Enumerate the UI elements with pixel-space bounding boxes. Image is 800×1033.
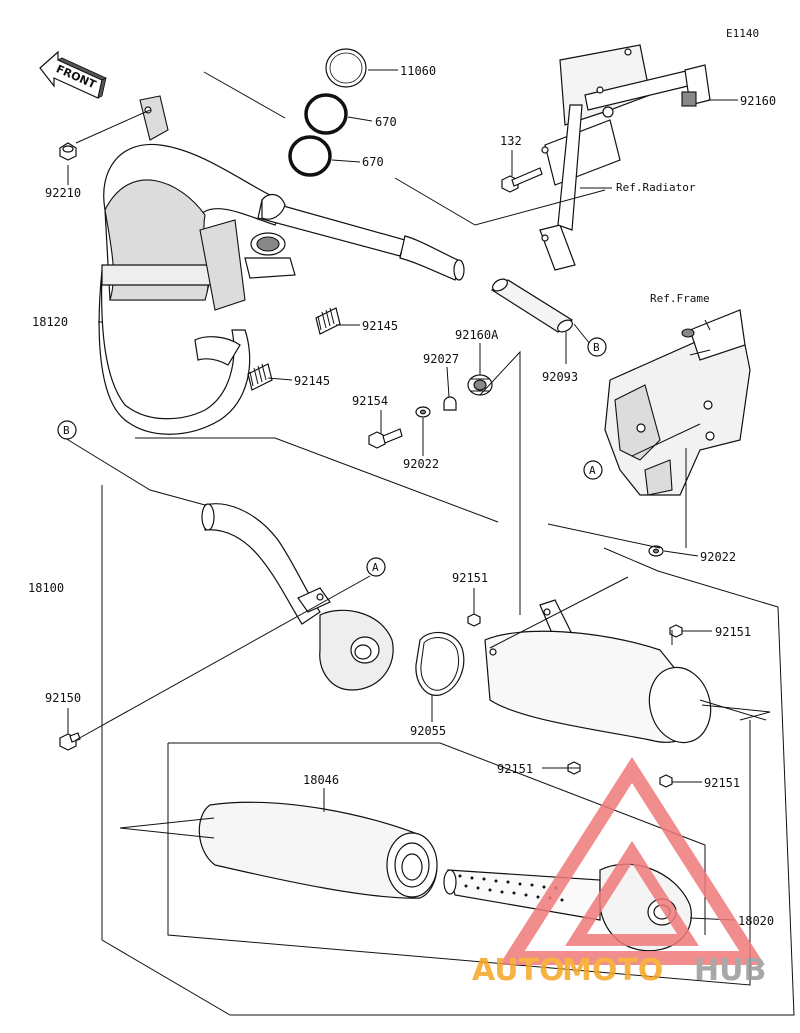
part-label-92150: 92150 <box>45 691 81 705</box>
part-label-92210: 92210 <box>45 186 81 200</box>
automotohub-watermark-logo: AUTO MOTO HUB <box>472 756 766 988</box>
o-ring-670-lower <box>288 135 332 177</box>
washer-92022-lower <box>648 545 664 557</box>
gasket-11060 <box>325 48 367 88</box>
callout-b-left: B <box>57 420 77 440</box>
bolt-92150 <box>59 732 81 751</box>
part-label-92027: 92027 <box>423 352 459 366</box>
part-label-92160: 92160 <box>740 94 776 108</box>
ref-frame-label: Ref.Frame <box>650 292 710 305</box>
watermark-text-moto: MOTO <box>562 953 663 988</box>
bolt-92151-a <box>467 613 481 627</box>
pipe-18100 <box>201 503 394 691</box>
callout-b-top: B <box>587 337 607 357</box>
ref-radiator-label: Ref.Radiator <box>616 181 696 194</box>
part-label-92022-upper: 92022 <box>403 457 439 471</box>
svg-text:A: A <box>589 464 596 477</box>
svg-text:B: B <box>593 341 600 354</box>
part-label-11060: 11060 <box>400 64 436 78</box>
part-label-132: 132 <box>500 134 522 148</box>
bolt-92154 <box>368 428 403 449</box>
washer-92022-upper <box>415 406 431 418</box>
part-label-92055: 92055 <box>410 724 446 738</box>
radiator-bracket <box>539 44 711 271</box>
bolt-132 <box>501 167 543 193</box>
svg-text:A: A <box>372 561 379 574</box>
part-label-18120: 18120 <box>32 315 68 329</box>
callout-a-frame: A <box>583 460 603 480</box>
collar-92027 <box>443 396 457 411</box>
part-label-92145-lower: 92145 <box>294 374 330 388</box>
svg-text:B: B <box>63 424 70 437</box>
tube-92093 <box>490 278 574 333</box>
leader-lines <box>64 69 795 1016</box>
gasket-92055 <box>415 631 465 696</box>
spring-92145-upper <box>315 307 341 335</box>
bolt-92151-d <box>659 774 673 788</box>
o-ring-670-upper <box>304 93 348 135</box>
part-label-670-upper: 670 <box>375 115 397 129</box>
spring-92145-lower <box>247 363 273 391</box>
silencer-body <box>484 599 712 744</box>
front-arrow-icon: FRONT <box>39 50 107 99</box>
part-label-92151-d: 92151 <box>704 776 740 790</box>
part-label-92151-a: 92151 <box>452 571 488 585</box>
grommet-92160a <box>467 374 493 396</box>
part-label-18100: 18100 <box>28 581 64 595</box>
part-label-670-lower: 670 <box>362 155 384 169</box>
nut-92210 <box>59 142 77 161</box>
part-label-92151-c: 92151 <box>497 762 533 776</box>
frame-section <box>604 309 751 496</box>
callout-a-pipe: A <box>366 557 386 577</box>
part-label-92154: 92154 <box>352 394 388 408</box>
exhaust-pipe-18120 <box>98 95 465 435</box>
part-label-18020: 18020 <box>738 914 774 928</box>
silencer-cover-18046 <box>198 801 438 899</box>
watermark-text-hub: HUB <box>694 953 766 988</box>
part-label-92145-upper: 92145 <box>362 319 398 333</box>
watermark-text-auto: AUTO <box>472 953 565 988</box>
part-label-92160a: 92160A <box>455 328 499 342</box>
part-label-92093: 92093 <box>542 370 578 384</box>
diagram-code: E1140 <box>726 27 759 40</box>
bolt-92151-b <box>669 624 683 638</box>
part-label-18046: 18046 <box>303 773 339 787</box>
part-label-92022-lower: 92022 <box>700 550 736 564</box>
part-label-92151-b: 92151 <box>715 625 751 639</box>
